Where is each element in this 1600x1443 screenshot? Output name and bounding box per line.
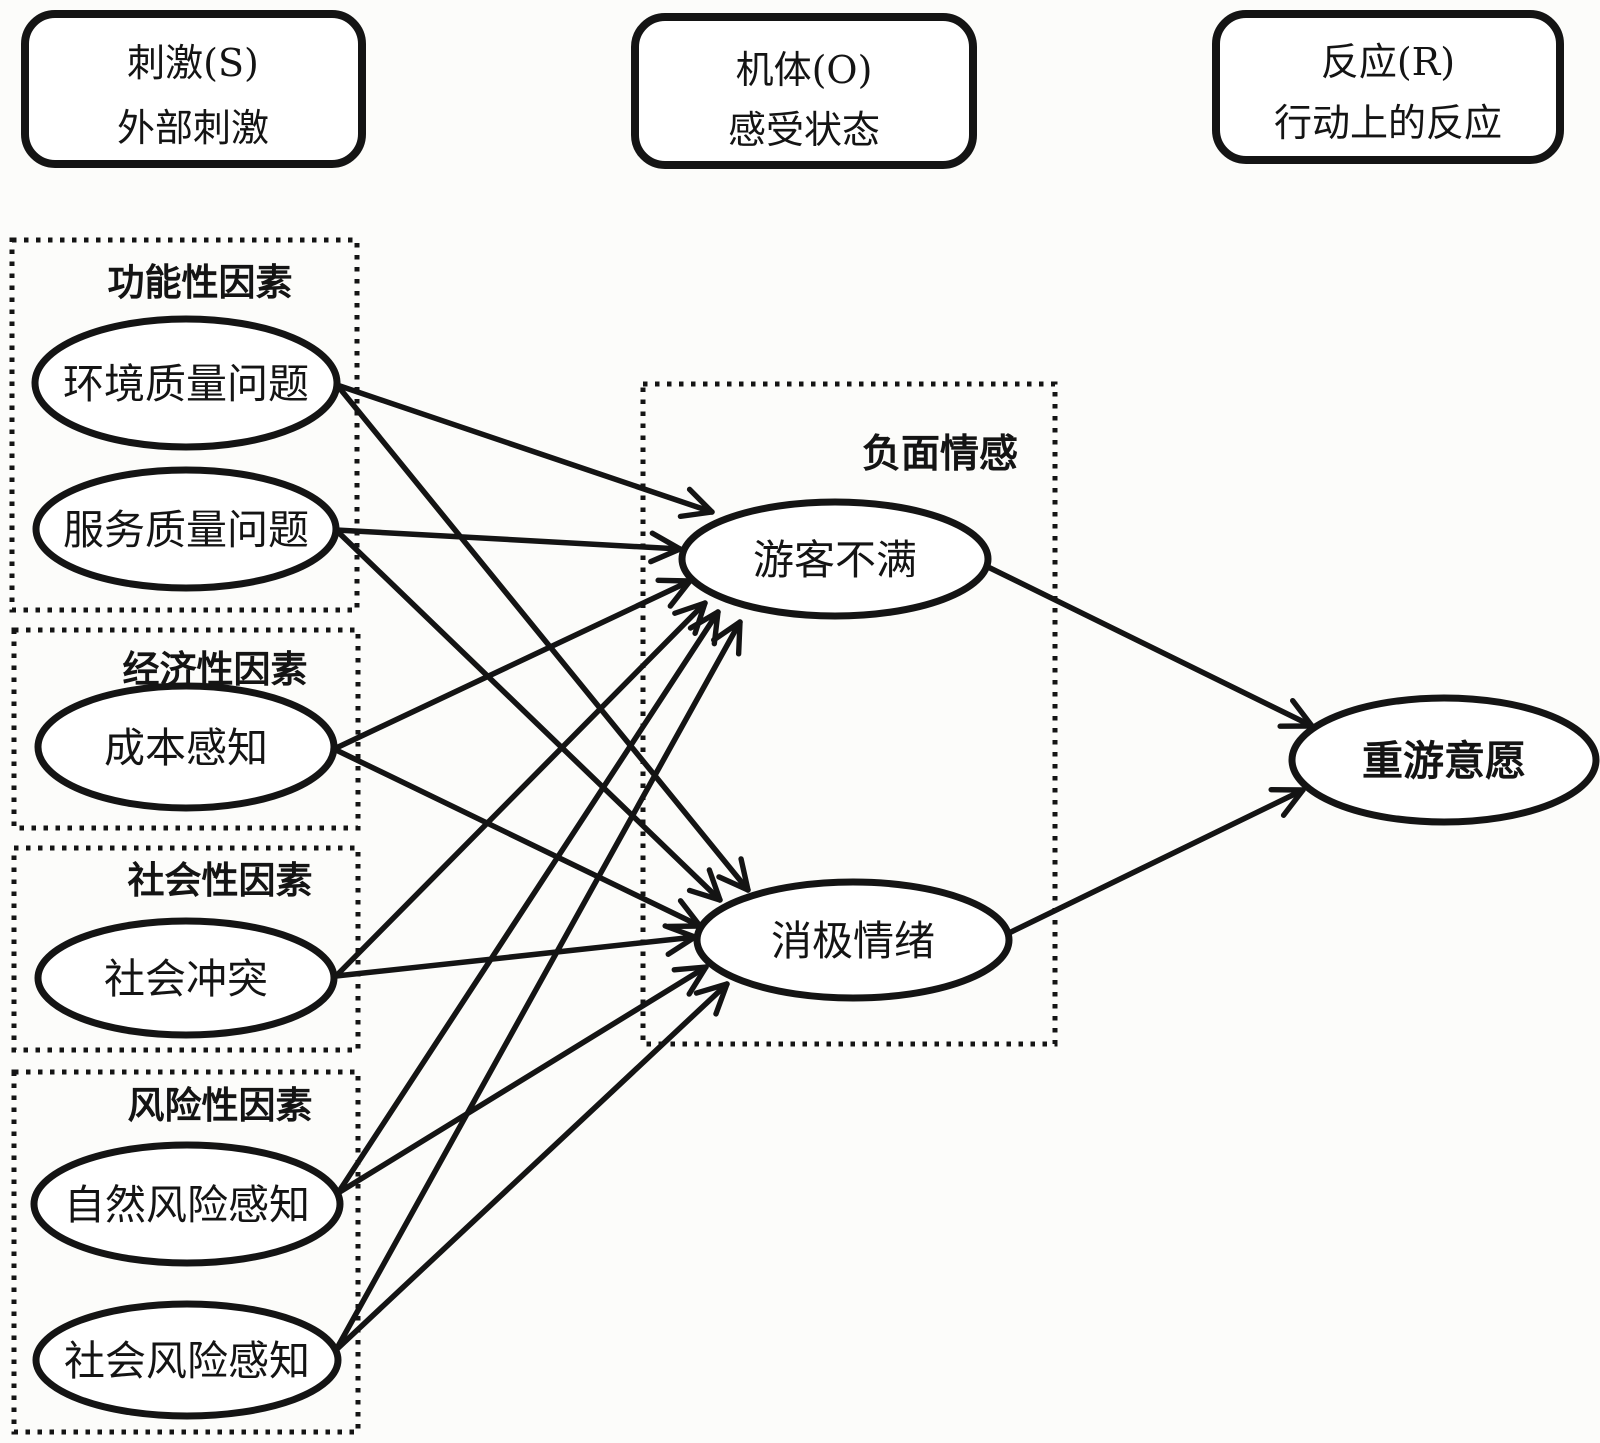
node-natural-risk-label: 自然风险感知 xyxy=(64,1181,310,1229)
stimulus-box-frame xyxy=(21,10,366,168)
stimulus-title: 刺激(S) xyxy=(127,41,259,85)
header-stimulus-box: 刺激(S) 外部刺激 xyxy=(21,10,366,168)
group-negative-affect-frame xyxy=(640,381,1058,1047)
node-revisit-intention xyxy=(1288,694,1600,826)
group-functional-label: 功能性因素 xyxy=(108,260,293,304)
node-social-conflict xyxy=(34,917,338,1039)
edge-cost-perception-to-negative-emotion xyxy=(331,746,703,930)
edge-dissatisfaction-to-revisit-intention xyxy=(985,564,1315,729)
group-functional-frame xyxy=(9,237,360,613)
edge-negative-emotion-to-revisit-intention xyxy=(1006,786,1306,936)
edge-env-quality-to-dissatisfaction xyxy=(334,382,715,520)
stimulus-subtitle: 外部刺激 xyxy=(117,106,269,150)
organism-box-frame xyxy=(631,13,977,169)
response-subtitle: 行动上的反应 xyxy=(1274,101,1502,145)
response-box-frame xyxy=(1212,10,1564,164)
edge-social-risk-to-negative-emotion xyxy=(333,981,730,1353)
edge-natural-risk-to-dissatisfaction xyxy=(335,609,721,1196)
group-social-label: 社会性因素 xyxy=(128,858,313,902)
response-title: 反应(R) xyxy=(1321,40,1455,84)
node-natural-risk xyxy=(30,1141,344,1267)
header-response-box: 反应(R) 行动上的反应 xyxy=(1212,10,1564,164)
node-cost-perception-label: 成本感知 xyxy=(104,724,268,772)
edge-service-quality-to-negative-emotion xyxy=(333,527,723,903)
organism-title: 机体(O) xyxy=(736,48,873,92)
node-social-risk xyxy=(32,1300,342,1420)
group-economic-frame xyxy=(11,627,361,831)
group-social-frame xyxy=(11,845,361,1053)
node-social-risk-label: 社会风险感知 xyxy=(64,1337,310,1385)
edge-cost-perception-to-dissatisfaction xyxy=(331,577,693,752)
edge-social-conflict-to-dissatisfaction xyxy=(333,600,708,979)
node-service-quality-label: 服务质量问题 xyxy=(63,506,309,554)
edge-env-quality-to-negative-emotion xyxy=(334,382,751,893)
edge-natural-risk-to-negative-emotion xyxy=(335,964,709,1196)
node-revisit-intention-label: 重游意愿 xyxy=(1362,737,1526,785)
node-negative-emotion-label: 消极情绪 xyxy=(771,917,935,965)
edge-social-conflict-to-negative-emotion xyxy=(333,923,698,979)
node-env-quality-label: 环境质量问题 xyxy=(63,360,309,408)
header-organism-box: 机体(O) 感受状态 xyxy=(631,13,977,169)
group-negative-affect-label: 负面情感 xyxy=(862,431,1018,477)
edge-service-quality-to-dissatisfaction xyxy=(333,527,683,565)
node-social-conflict-label: 社会冲突 xyxy=(104,955,268,1003)
node-dissatisfaction-label: 游客不满 xyxy=(753,536,917,584)
organism-subtitle: 感受状态 xyxy=(728,108,880,152)
group-risk-label: 风险性因素 xyxy=(128,1083,313,1127)
edge-social-risk-to-dissatisfaction xyxy=(333,619,743,1353)
group-risk-frame xyxy=(11,1069,361,1435)
